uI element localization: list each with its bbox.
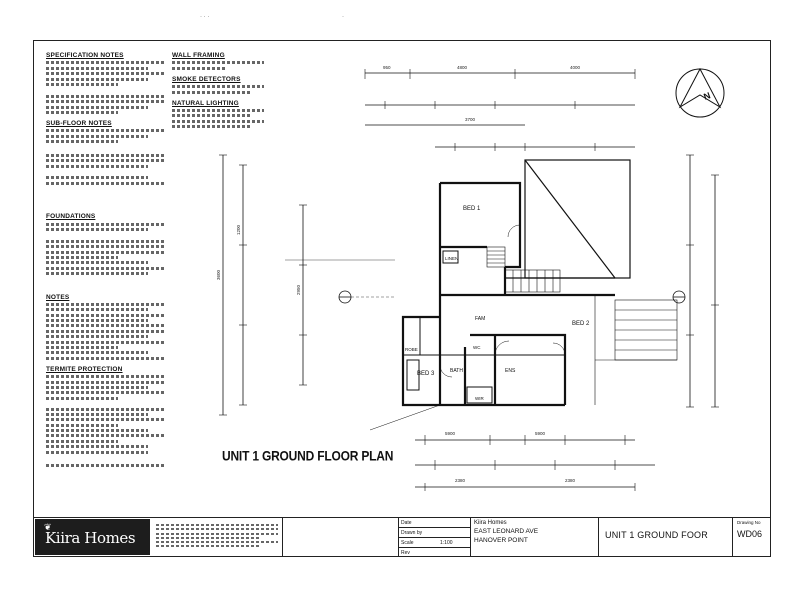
north-label: N — [702, 90, 712, 102]
divider — [398, 537, 470, 538]
drawing-sheet-border — [33, 40, 771, 557]
foundations-heading: FOUNDATIONS — [46, 213, 96, 221]
smoke-detectors-heading: SMOKE DETECTORS — [172, 75, 241, 83]
room-label-robe: ROBE — [405, 347, 418, 352]
drawing-number: WD06 — [737, 529, 763, 539]
divider — [398, 527, 470, 528]
title-block — [33, 517, 771, 557]
divider — [598, 517, 599, 557]
dim-left: 1200 — [236, 224, 241, 235]
natural-lighting-heading: NATURAL LIGHTING — [172, 99, 239, 107]
dim-left: 2950 — [296, 284, 301, 295]
specification-notes-heading: SPECIFICATION NOTES — [46, 52, 124, 59]
sub-floor-notes-heading: SUB-FLOOR NOTES — [46, 119, 112, 127]
dim-top: 950 — [383, 65, 391, 70]
dim-bottom: 5900 — [445, 431, 456, 436]
room-label-bath: BATH — [450, 368, 463, 374]
divider — [398, 547, 470, 548]
job-address-line2: HANOVER POINT — [474, 537, 528, 544]
disclaimer-text — [156, 522, 278, 549]
room-label-ens: ENS — [505, 368, 516, 374]
drawing-number-label: Drawing No — [737, 520, 761, 525]
date-label: Date — [401, 520, 412, 526]
floor-plan-drawing: BED 1 BED 2 BED 3 LINEN WIR BATH ENS WC … — [216, 65, 725, 491]
dim-bottom: 5900 — [535, 431, 546, 436]
dim-top: 4000 — [570, 65, 581, 70]
top-mark: · — [342, 14, 344, 20]
rev-label: Rev — [401, 550, 410, 556]
specification-notes-column: SPECIFICATION NOTES SUB-FLOOR NOTES FOUN… — [46, 52, 166, 470]
job-address-line1: EAST LEONARD AVE — [474, 528, 539, 535]
divider — [732, 517, 733, 557]
termite-protection-heading: TERMITE PROTECTION — [46, 365, 123, 373]
plan-title: UNIT 1 GROUND FLOOR PLAN — [222, 447, 394, 465]
dim-left: 3600 — [216, 269, 221, 280]
dim-bottom: 2380 — [455, 478, 466, 483]
room-label-wir: WIR — [475, 396, 484, 401]
divider — [470, 517, 471, 557]
divider — [282, 517, 283, 557]
scale-value: 1:100 — [440, 540, 453, 546]
room-label-fam: FAM — [475, 316, 485, 322]
notes-heading: NOTES — [46, 293, 70, 301]
room-label-bed2: BED 2 — [572, 321, 590, 327]
dim-top: 4800 — [457, 65, 468, 70]
room-label-wc: WC — [473, 345, 481, 350]
dim-top: 3700 — [465, 117, 476, 122]
scale-label: Scale — [401, 540, 414, 546]
wall-framing-column: WALL FRAMING SMOKE DETECTORS NATURAL LIG… — [172, 52, 264, 131]
dim-bottom: 2380 — [565, 478, 576, 483]
wall-framing-heading: WALL FRAMING — [172, 52, 225, 59]
room-label-bed3: BED 3 — [417, 371, 435, 377]
leaf-icon: ❦ — [44, 522, 52, 532]
logo-text: Kiira Homes — [45, 529, 136, 547]
drawing-title: UNIT 1 GROUND FOOR — [605, 530, 708, 540]
job-client: Kiira Homes — [474, 520, 507, 526]
company-logo: ❦ Kiira Homes — [35, 519, 150, 555]
top-mark: · · · — [200, 14, 210, 20]
room-label-bed1: BED 1 — [463, 206, 481, 212]
room-label-linen: LINEN — [445, 256, 458, 261]
drawn-by-label: Drawn by — [401, 530, 423, 536]
